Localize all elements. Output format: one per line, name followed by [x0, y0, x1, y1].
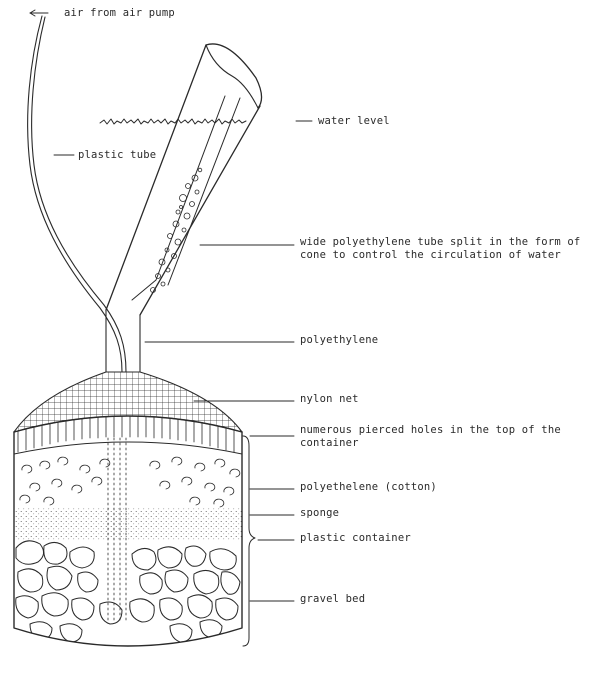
polyethylene-cone-tube	[105, 43, 263, 316]
plastic-container-body	[13, 416, 243, 647]
label-polyethelene-cotton: polyethelene (cotton)	[300, 481, 437, 493]
label-pierced-holes: numerous pierced holes in the top of the…	[300, 424, 561, 449]
air-bubbles	[150, 167, 203, 293]
label-air-from-pump: air from air pump	[64, 7, 175, 19]
label-plastic-tube: plastic tube	[78, 149, 157, 161]
water-flow-column	[107, 437, 127, 623]
label-polyethylene: polyethylene	[300, 334, 379, 346]
container-brace	[242, 435, 256, 647]
label-plastic-container: plastic container	[300, 532, 411, 544]
label-water-level: water level	[318, 115, 390, 127]
label-wide-tube: wide polyethylene tube split in the form…	[300, 236, 581, 261]
gravel-bed	[15, 540, 241, 643]
nylon-net	[13, 371, 243, 433]
plastic-tube	[27, 15, 123, 373]
label-sponge: sponge	[300, 507, 340, 519]
label-nylon-net: nylon net	[300, 393, 359, 405]
cotton-layer	[19, 456, 241, 508]
polyethylene-neck	[105, 309, 141, 373]
water-level-line	[99, 118, 247, 125]
label-gravel-bed: gravel bed	[300, 593, 366, 605]
air-inlet-arrow-icon	[29, 9, 49, 17]
sponge-layer	[14, 508, 242, 540]
